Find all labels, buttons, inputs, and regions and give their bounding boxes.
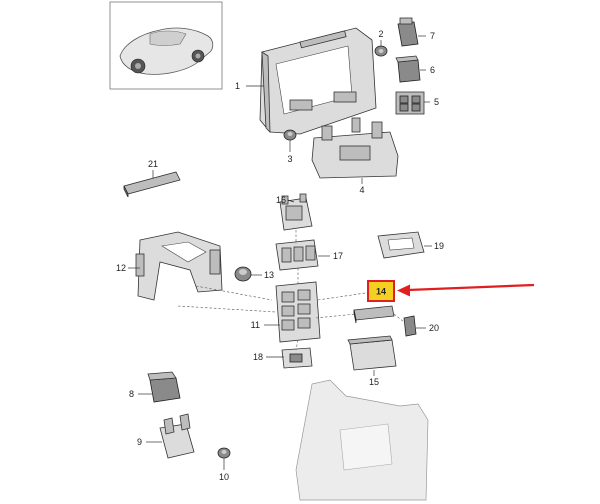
callout-14: 14: [376, 287, 386, 297]
part-4-relay-holder: [311, 117, 399, 179]
part-21-strip: [123, 171, 181, 198]
callout-15: 15: [369, 377, 379, 387]
callout-16: 16: [276, 195, 286, 205]
callout-2: 2: [378, 29, 383, 39]
part-14-module: [353, 305, 395, 324]
part-16-holder: [279, 193, 313, 231]
highlight-callout-14: 14: [367, 280, 395, 302]
part-13-grommet: [234, 266, 252, 282]
callout-7: 7: [430, 31, 435, 41]
leader-lines: [128, 35, 432, 470]
part-18-clip: [281, 347, 313, 369]
callout-10: 10: [219, 472, 229, 482]
part-5-relay-block: [395, 91, 425, 115]
callout-labels: 1 2 7 6 5 3 4 21 16 17 12 13 11 18 19 20…: [116, 29, 444, 482]
callout-4: 4: [359, 185, 364, 195]
callout-19: 19: [434, 241, 444, 251]
part-11-fuse-holder: [275, 281, 321, 343]
callout-1: 1: [235, 81, 240, 91]
part-12-bracket: [135, 231, 223, 301]
part-15-module: [347, 335, 397, 371]
callout-20: 20: [429, 323, 439, 333]
part-9-holder: [159, 413, 195, 459]
part-19-cover: [377, 231, 425, 259]
part-20-clip: [403, 315, 417, 337]
part-17-holder: [275, 239, 319, 271]
part-2-grommet: [374, 45, 388, 57]
red-arrow-icon: [397, 283, 535, 297]
callout-8: 8: [129, 389, 134, 399]
callout-18: 18: [253, 352, 263, 362]
part-6-relay: [395, 55, 421, 83]
part-7-relay: [397, 17, 419, 47]
callout-5: 5: [434, 97, 439, 107]
part-1-bracket: [259, 27, 377, 135]
assembly-lines: [177, 230, 405, 351]
callout-17: 17: [333, 251, 343, 261]
callout-21: 21: [148, 159, 158, 169]
callout-13: 13: [264, 270, 274, 280]
callout-11: 11: [251, 320, 260, 330]
vehicle-thumbnail: [109, 1, 223, 90]
part-8-relay: [147, 371, 181, 403]
callout-3: 3: [287, 154, 292, 164]
callout-12: 12: [116, 263, 126, 273]
callout-9: 9: [137, 437, 142, 447]
cover-panel: [295, 379, 429, 501]
part-10-grommet: [217, 447, 231, 459]
part-3-clip: [283, 129, 297, 141]
callout-6: 6: [430, 65, 435, 75]
